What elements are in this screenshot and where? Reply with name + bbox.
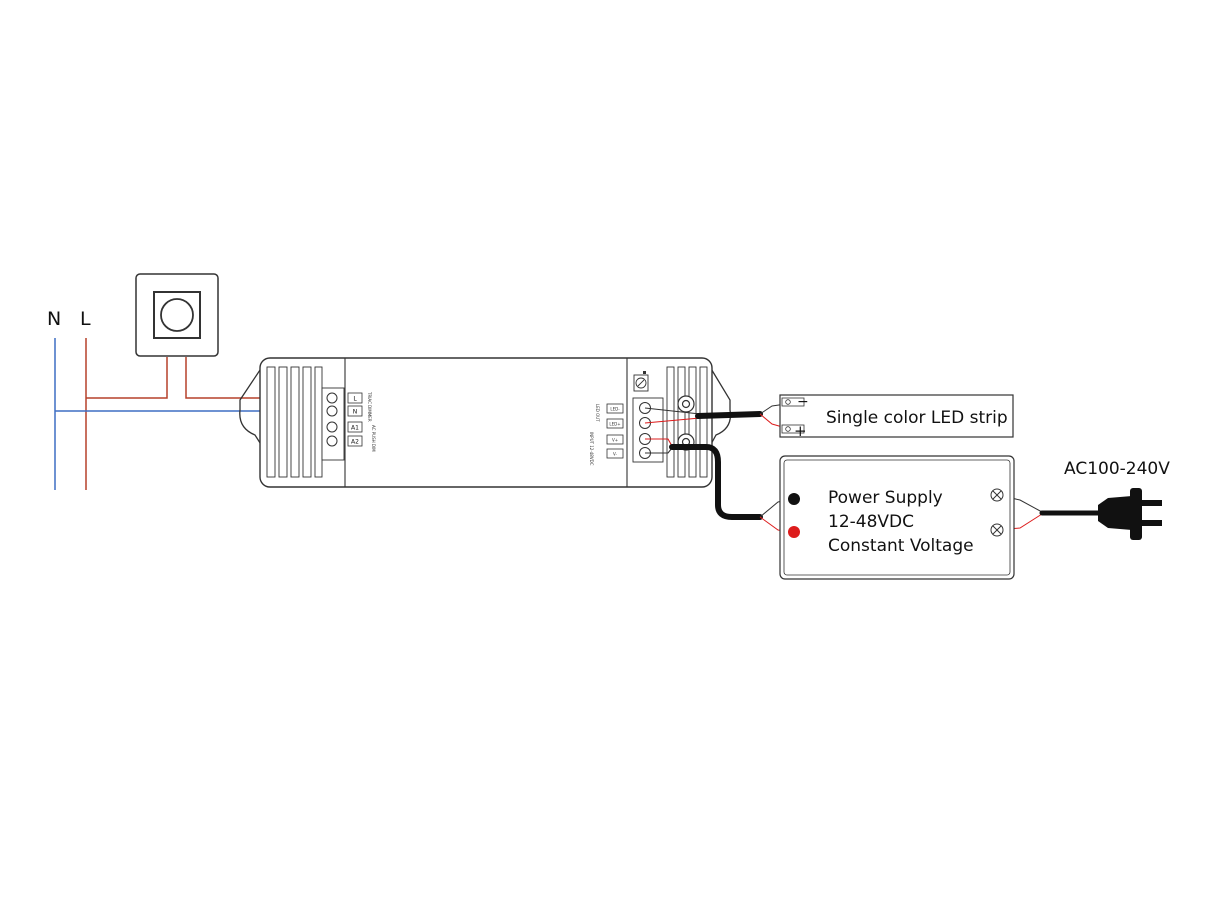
- strip-plus-symbol: +: [794, 422, 807, 440]
- dc-positive-terminal-icon: [788, 526, 800, 538]
- plug-body-icon: [1098, 496, 1132, 530]
- live-label: L: [80, 308, 91, 330]
- ac-terminal-bottom-icon: [990, 523, 1004, 537]
- terminal-label-l: L: [353, 396, 357, 403]
- ac-terminal-top-icon: [990, 488, 1004, 502]
- neutral-label: N: [47, 308, 61, 330]
- power-supply-type: Constant Voltage: [828, 536, 974, 556]
- left-terminal-block: L N A1 A2 TRIAC DIMMER AC PUSH DIM: [321, 387, 376, 461]
- live-to-switch-wire: [86, 357, 168, 399]
- right-terminal-block: LED- LED+ V+ V- LED OUT INPUT 12-48VDC: [589, 371, 664, 466]
- left-vent-grille: [266, 366, 323, 478]
- led-strip: − + Single color LED strip: [779, 394, 1014, 440]
- plug-head-icon: [1130, 488, 1142, 540]
- strip-pad-plus: [781, 424, 805, 434]
- power-supply-voltage: 12-48VDC: [828, 512, 914, 532]
- ac-plug: AC100-240V: [1064, 459, 1170, 540]
- power-supply: Power Supply 12-48VDC Constant Voltage: [779, 455, 1015, 580]
- right-output-caption: LED OUT: [595, 404, 600, 422]
- push-dimmer-switch: [135, 273, 219, 357]
- plug-prong-top-icon: [1140, 500, 1162, 506]
- right-input-caption: INPUT 12-48VDC: [589, 432, 594, 466]
- led-strip-cable: [695, 411, 763, 419]
- led-strip-label: Single color LED strip: [826, 408, 1008, 428]
- plug-prong-bottom-icon: [1140, 520, 1162, 526]
- left-side-caption: TRIAC DIMMER: [367, 391, 372, 422]
- led-plus-wire: [644, 417, 701, 424]
- terminal-label-led-minus: LED-: [610, 407, 620, 412]
- terminal-label-n: N: [353, 409, 358, 416]
- strip-minus-symbol: −: [797, 394, 809, 410]
- terminal-screw-icon: [326, 392, 338, 404]
- right-screw-hole-top-icon: [677, 395, 695, 413]
- strip-pad-minus: [781, 397, 805, 407]
- terminal-label-a2: A2: [351, 439, 359, 446]
- power-supply-cable: [669, 444, 763, 520]
- right-vent-grille: [666, 366, 708, 478]
- terminal-label-v-minus: V-: [613, 452, 618, 457]
- left-group-caption: AC PUSH DIM: [371, 425, 376, 452]
- terminal-label-a1: A1: [351, 425, 359, 432]
- terminal-label-v-plus: V+: [612, 438, 618, 443]
- vplus-wire: [645, 438, 673, 447]
- terminal-screw-icon: [326, 435, 338, 447]
- terminal-screw-icon: [326, 421, 338, 433]
- terminal-label-led-plus: LED+: [609, 422, 620, 427]
- ac-input-label: AC100-240V: [1064, 459, 1170, 479]
- dc-negative-terminal-icon: [788, 493, 800, 505]
- led-minus-wire: [644, 407, 701, 415]
- mains-wires: N L: [47, 308, 332, 490]
- push-button-icon: [160, 298, 194, 332]
- led-dimmer-controller: L N A1 A2 TRIAC DIMMER AC PUSH DIM LED- …: [239, 357, 732, 488]
- terminal-screw-icon: [326, 405, 338, 417]
- power-supply-title: Power Supply: [828, 488, 943, 508]
